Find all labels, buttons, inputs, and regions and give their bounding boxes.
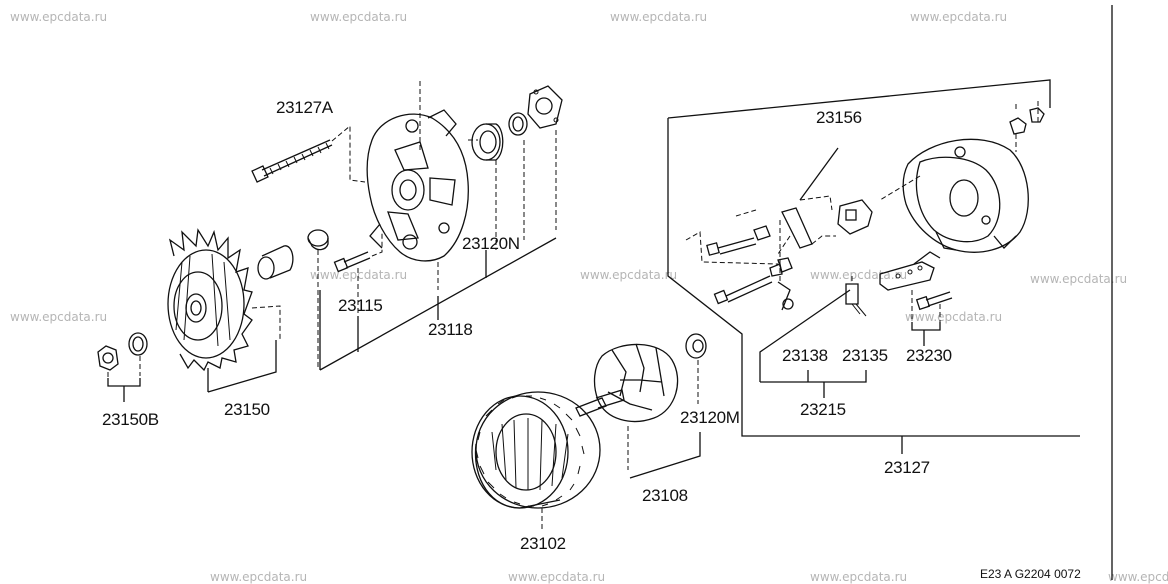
leader-rectifier <box>685 209 779 265</box>
leader-bracket-stack <box>419 80 557 250</box>
label-23127: 23127 <box>884 458 930 477</box>
watermark: www.epcdata.ru <box>10 310 108 324</box>
label-23150B: 23150B <box>102 410 159 429</box>
watermark: www.epcdata.ru <box>310 268 408 282</box>
leader-23108 <box>629 432 701 479</box>
part-23150B-nut-washer <box>97 332 148 371</box>
part-23118-front-bracket <box>366 109 469 262</box>
part-23102-stator <box>471 391 601 509</box>
watermark: www.epcdata.ru <box>1108 570 1168 584</box>
leader-brush <box>799 195 836 245</box>
watermark: www.epcdata.ru <box>905 310 1003 324</box>
part-23156-rear-bracket <box>902 138 1029 253</box>
watermark: www.epcdata.ru <box>1030 272 1128 286</box>
label-23135: 23135 <box>842 346 888 365</box>
leader-nuts <box>1015 100 1039 152</box>
leader-23127A <box>331 124 366 183</box>
assembly-23127-frame <box>667 79 1080 437</box>
part-terminal-nuts <box>1009 107 1045 135</box>
leader-23230-join <box>911 322 941 346</box>
part-pulley-spacer <box>257 245 294 280</box>
watermark: www.epcdata.ru <box>10 10 108 24</box>
label-23215: 23215 <box>800 400 846 419</box>
leader-23215 <box>759 289 867 398</box>
watermark: www.epcdata.ru <box>810 268 908 282</box>
leader-23150-join <box>207 340 277 393</box>
label-23120N: 23120N <box>462 234 520 253</box>
part-rectifier-bolts <box>706 225 793 305</box>
label-23102: 23102 <box>520 534 566 553</box>
part-23108-rotor <box>575 333 707 422</box>
part-23115-screw <box>333 251 371 273</box>
leader-23150B-join <box>107 378 141 402</box>
leader-bracket-rectifier <box>879 175 921 201</box>
part-retainer-ring <box>508 112 528 136</box>
leader-23150B <box>107 356 141 378</box>
label-23127A: 23127A <box>276 98 333 117</box>
label-23230: 23230 <box>906 346 952 365</box>
label-23138: 23138 <box>782 346 828 365</box>
label-23118: 23118 <box>428 320 473 339</box>
watermark: www.epcdata.ru <box>210 570 308 584</box>
part-23150-pulley-fan <box>167 228 253 372</box>
part-23120N-bearing <box>471 123 504 161</box>
watermark: www.epcdata.ru <box>810 570 908 584</box>
diagram-code: E23 A G2204 0072 <box>980 567 1081 581</box>
part-23135-brush <box>845 283 867 317</box>
watermark: www.epcdata.ru <box>508 570 606 584</box>
part-spacer-collar <box>307 229 329 251</box>
leader-23108-23120M <box>627 360 699 470</box>
leader-23150 <box>251 305 281 340</box>
label-23120M: 23120M <box>680 408 740 427</box>
leader-23156 <box>799 147 839 201</box>
part-23230-regulator <box>879 251 953 311</box>
leader-23230 <box>911 290 941 322</box>
label-23156: 23156 <box>816 108 862 127</box>
part-23127A-through-bolt <box>251 139 333 183</box>
watermark: www.epcdata.ru <box>910 10 1008 24</box>
watermark: www.epcdata.ru <box>580 268 678 282</box>
leader-23138 <box>777 220 791 282</box>
label-23108: 23108 <box>642 486 688 505</box>
label-23115: 23115 <box>338 296 383 315</box>
watermark: www.epcdata.ru <box>310 10 408 24</box>
watermark: www.epcdata.ru <box>610 10 708 24</box>
label-23150: 23150 <box>224 400 270 419</box>
part-retainer-plate <box>527 85 563 129</box>
